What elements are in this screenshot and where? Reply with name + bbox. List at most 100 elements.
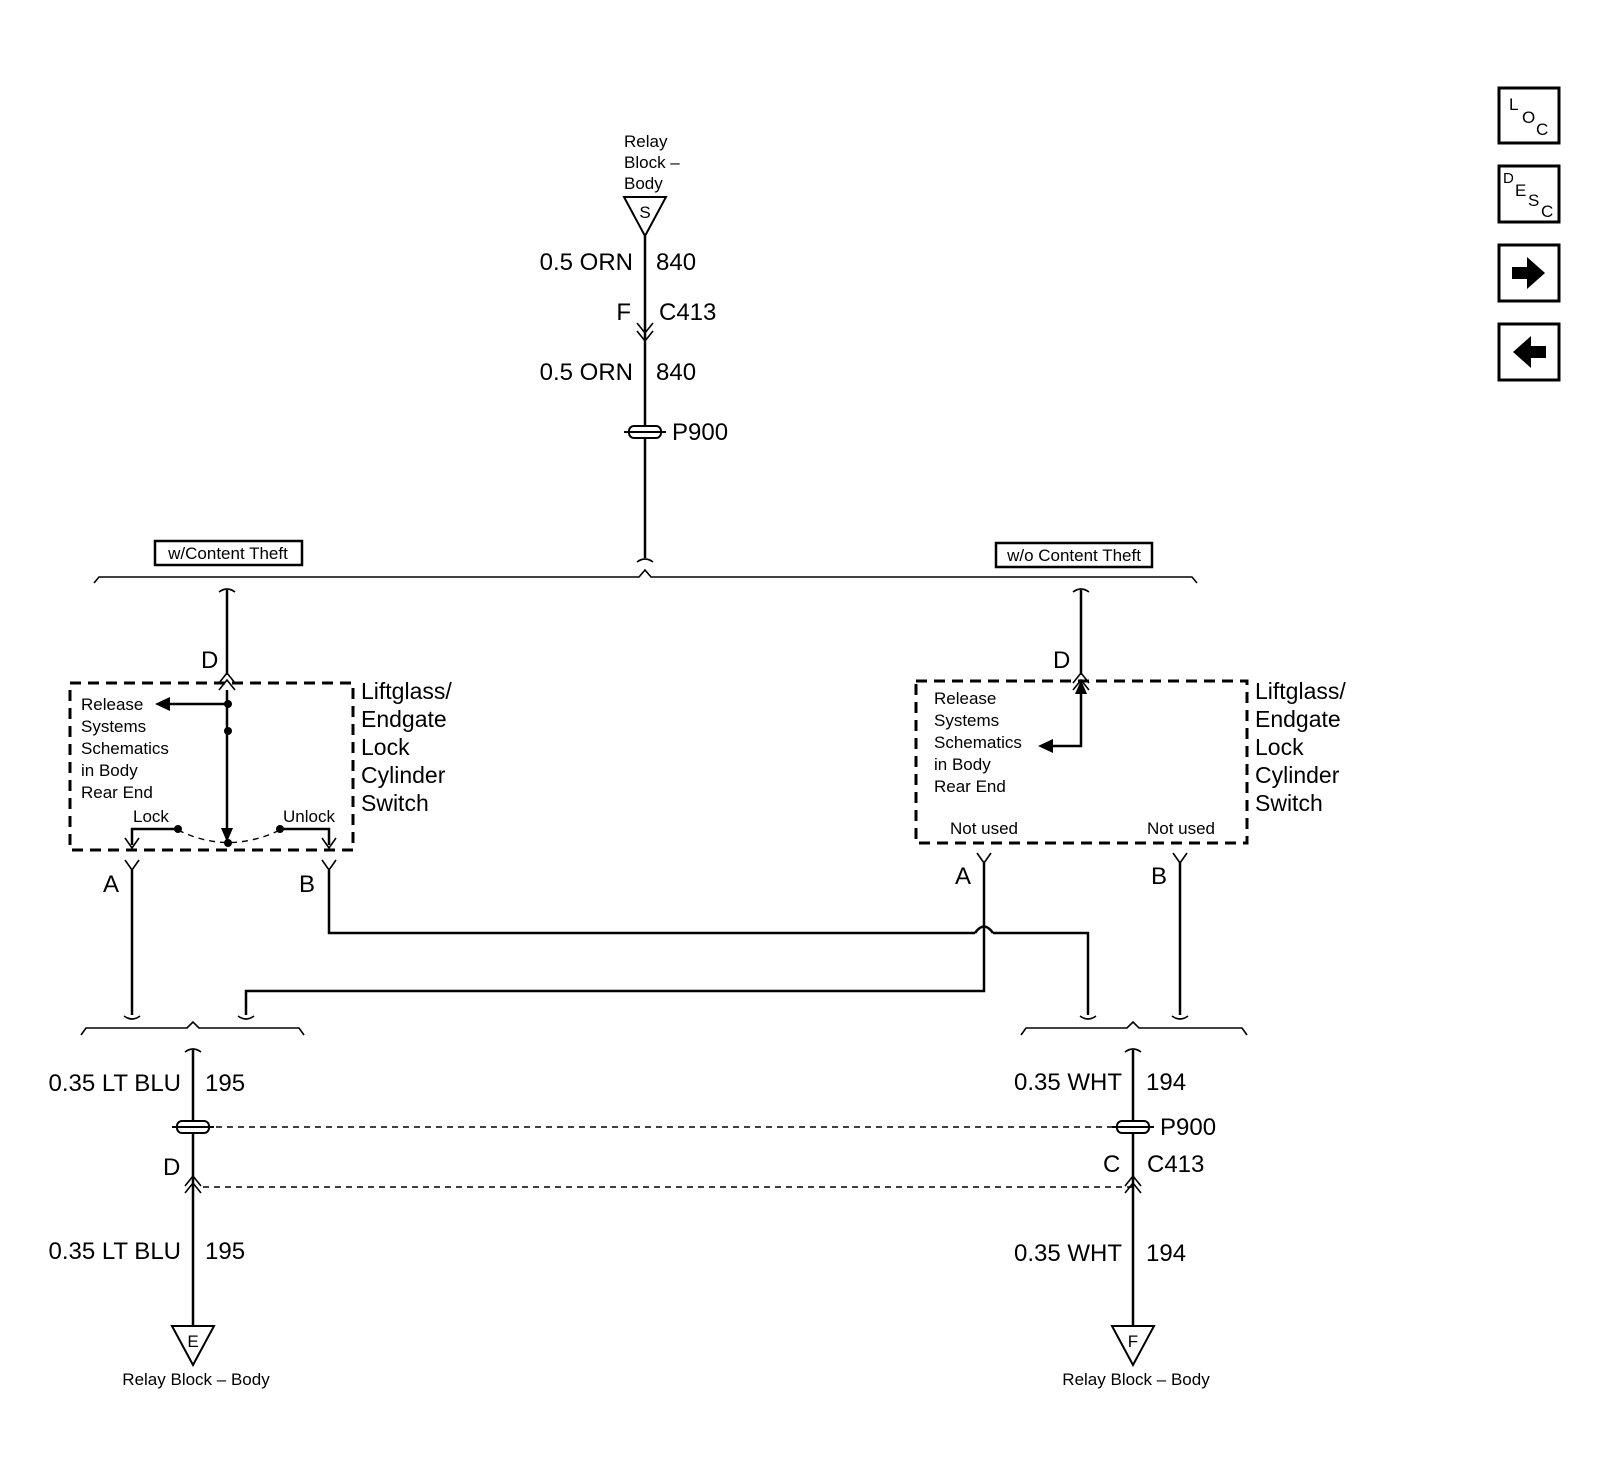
left-note-2: Systems [81, 717, 146, 736]
top-source-label-1: Relay [624, 132, 668, 151]
left-pin-b-wire-tick [1079, 1015, 1097, 1020]
option-brace [93, 568, 1198, 584]
left-note-1: Release [81, 695, 143, 714]
top-wire-1-circuit: 840 [656, 249, 696, 276]
desc-l1: D [1503, 170, 1514, 187]
right-pin-b-wire-tick [1171, 1015, 1189, 1020]
option-right-label: w/o Content Theft [1006, 546, 1141, 565]
left-unlock-arrowhead-icon [321, 837, 337, 850]
bottom-right-wire-1-circuit: 194 [1146, 1069, 1186, 1096]
arrow-left-icon [1513, 336, 1546, 368]
right-title-5: Switch [1255, 790, 1323, 816]
unlock-contact-wire [280, 827, 331, 845]
left-junction-dot-2 [224, 727, 232, 735]
right-title-4: Cylinder [1255, 762, 1340, 788]
right-title-1: Liftglass/ [1255, 678, 1346, 704]
bottom-left-pin-chevron-icon [184, 1174, 202, 1194]
bottom-left-wire-2-circuit: 195 [205, 1238, 245, 1265]
connector-chevron-icon [636, 322, 654, 343]
desc-l2: E [1515, 181, 1526, 200]
bottom-right-pin: C [1103, 1151, 1120, 1178]
brace-tick [636, 558, 654, 563]
desc-button[interactable]: D E S C [1497, 164, 1561, 224]
bottom-left-wire-1-circuit: 195 [205, 1070, 245, 1097]
bottom-right-triangle-icon [1110, 1325, 1156, 1368]
left-pin-b-wire-to-right [993, 931, 1090, 1015]
right-note-3: Schematics [934, 733, 1022, 752]
bottom-right-wire-2-gauge: 0.35 WHT [1014, 1240, 1122, 1267]
right-pin-a-chevron-icon [976, 852, 992, 865]
left-pin-b: B [299, 871, 315, 898]
bottom-right-destination: Relay Block – Body [1062, 1370, 1210, 1389]
left-brace-tick [218, 588, 236, 593]
left-pin-b-chevron-icon [321, 859, 337, 872]
left-pin-a: A [103, 871, 119, 898]
bottom-left-destination: Relay Block – Body [122, 1370, 270, 1389]
left-title-5: Switch [361, 790, 429, 816]
top-source-label-3: Body [624, 174, 663, 193]
bottom-left-splice-icon [172, 1120, 214, 1134]
right-not-used-b: Not used [1147, 819, 1215, 838]
top-source-symbol: S [639, 203, 650, 222]
right-pin-b: B [1151, 863, 1167, 890]
bottom-left-triangle-icon [170, 1325, 216, 1368]
right-switch-box [914, 679, 1249, 845]
right-release-arrow-icon [1038, 739, 1053, 753]
left-note-5: Rear End [81, 783, 153, 802]
left-switch-box [68, 681, 355, 852]
bottom-right-tick [1124, 1048, 1142, 1053]
top-wire-1-gauge: 0.5 ORN [540, 249, 633, 276]
left-release-arrow-icon [155, 697, 170, 711]
right-note-1: Release [934, 689, 996, 708]
left-note-3: Schematics [81, 739, 169, 758]
bottom-right-splice-icon [1112, 1120, 1154, 1134]
bottom-right-wire-1-gauge: 0.35 WHT [1014, 1069, 1122, 1096]
right-note-4: in Body [934, 755, 991, 774]
left-down-arrow-icon [221, 828, 233, 842]
right-release-wire [1053, 691, 1083, 748]
right-pin-d: D [1053, 647, 1070, 674]
right-lower-brace [1020, 1020, 1248, 1036]
top-wire-2-circuit: 840 [656, 359, 696, 386]
left-title-2: Endgate [361, 706, 447, 732]
left-title-1: Liftglass/ [361, 678, 452, 704]
back-button[interactable] [1497, 322, 1561, 382]
right-not-used-a: Not used [950, 819, 1018, 838]
source-triangle-icon [622, 196, 668, 239]
left-lock-arrowhead-icon [124, 837, 140, 850]
top-source-label-2: Block – [624, 153, 680, 172]
right-brace-tick [1072, 588, 1090, 593]
loc-button[interactable]: L O C [1497, 86, 1561, 145]
left-title-4: Cylinder [361, 762, 446, 788]
right-title-2: Endgate [1255, 706, 1341, 732]
right-pin-a-wire-tick [237, 1015, 255, 1020]
left-lower-brace [80, 1020, 305, 1036]
left-pin-a-wire-tick [123, 1015, 141, 1020]
left-pin-d-chevron-icon [218, 671, 236, 691]
unlock-label: Unlock [283, 807, 335, 826]
bottom-right-splice: P900 [1160, 1114, 1216, 1141]
arrow-right-icon [1512, 257, 1545, 289]
loc-l1: L [1509, 95, 1518, 114]
bottom-right-connector: C413 [1147, 1151, 1204, 1178]
right-up-arrow-icon [1075, 680, 1087, 694]
desc-l3: S [1528, 191, 1539, 210]
right-title-3: Lock [1255, 734, 1304, 760]
top-source: Relay Block – Body S [622, 132, 680, 239]
top-connector-name: C413 [659, 299, 716, 326]
lock-label: Lock [133, 807, 169, 826]
desc-l4: C [1541, 202, 1553, 221]
left-pin-b-wire [327, 870, 975, 935]
bottom-right-wire-2-circuit: 194 [1146, 1240, 1186, 1267]
bottom-left-wire-1-gauge: 0.35 LT BLU [48, 1070, 181, 1097]
option-right-box [994, 541, 1154, 569]
bottom-left-pin: D [163, 1154, 180, 1181]
top-wire-2-gauge: 0.5 ORN [540, 359, 633, 386]
forward-button[interactable] [1497, 243, 1561, 303]
right-note-2: Systems [934, 711, 999, 730]
right-note-5: Rear End [934, 777, 1006, 796]
top-splice-name: P900 [672, 419, 728, 446]
lock-contact-wire [130, 827, 178, 845]
loc-l2: O [1522, 108, 1535, 127]
